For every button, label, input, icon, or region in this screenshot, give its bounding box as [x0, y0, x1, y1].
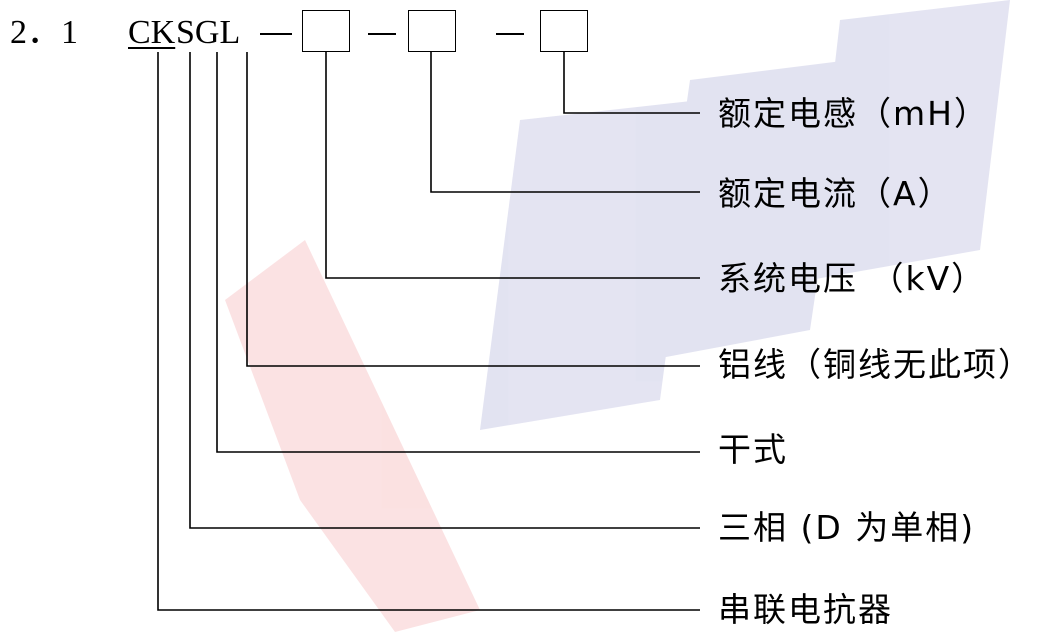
rated-inductance-box [540, 10, 588, 52]
label-series-reactor: 串联电抗器 [718, 590, 893, 629]
separator-dash [260, 33, 292, 35]
logo-n-mark [225, 240, 480, 632]
label-aluminum-wire: 铝线（铜线无此项） [718, 345, 1033, 384]
rated-voltage-box [302, 10, 350, 52]
leader-line-inductance [563, 52, 700, 114]
leader-line-current [430, 52, 700, 193]
separator-dash [368, 33, 396, 35]
model-prefix: CK [128, 14, 176, 51]
label-three-phase: 三相 (D 为单相) [718, 508, 976, 547]
leader-line-voltage [325, 52, 700, 279]
leader-line-aluminum [246, 52, 700, 367]
separator-dash [496, 33, 524, 35]
rated-current-box [408, 10, 456, 52]
section-number: 2．1 [10, 14, 78, 51]
leader-line-series-reactor [157, 52, 700, 611]
label-dry-type: 干式 [718, 430, 788, 469]
model-suffix: SGL [176, 14, 241, 51]
logo-characters [480, 0, 1010, 430]
label-system-voltage: 系统电压 （kV） [718, 259, 987, 298]
leader-line-dry-type [216, 52, 700, 453]
leader-line-three-phase [189, 52, 700, 529]
label-rated-current: 额定电流（A） [718, 174, 953, 213]
label-rated-inductance: 额定电感（mH） [718, 94, 989, 133]
